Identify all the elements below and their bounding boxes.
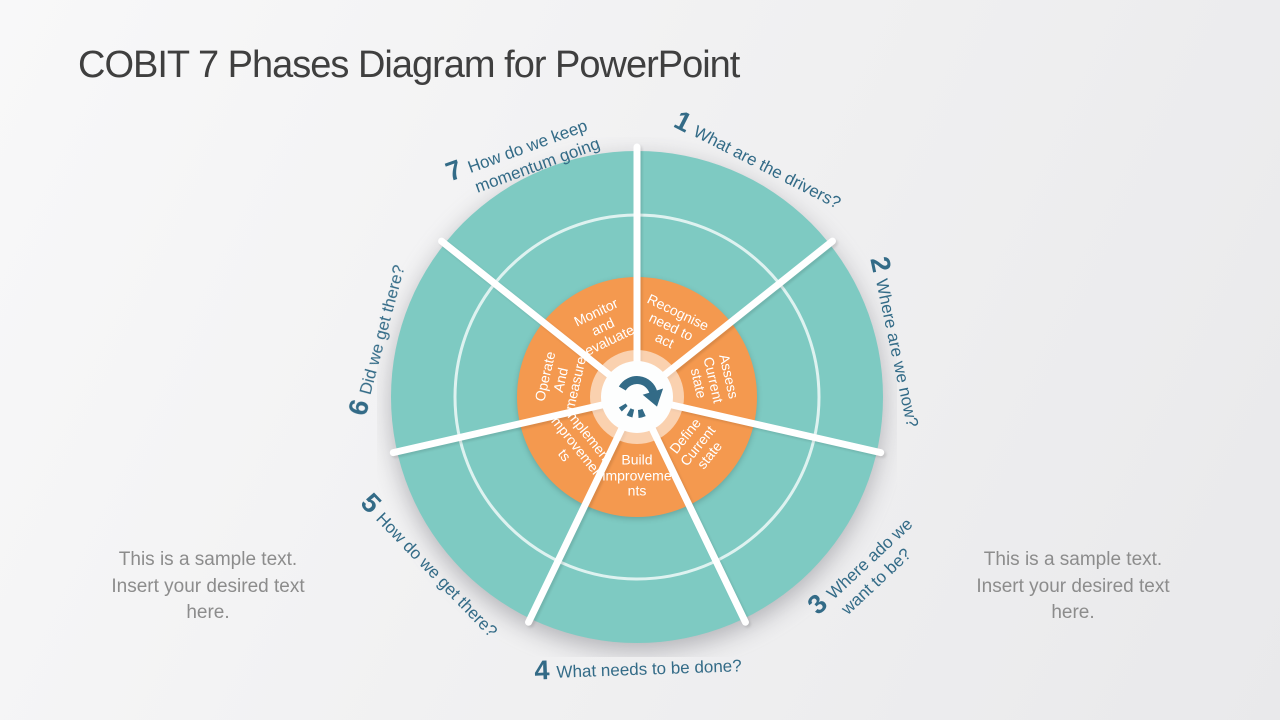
phase-question: What needs to be done? — [556, 656, 742, 682]
phase-number: 1 — [669, 104, 697, 139]
circular-arrow-icon — [618, 376, 664, 418]
phase-number: 4 — [533, 654, 550, 686]
wheel-segment-label-build: Build improveme nts — [602, 451, 672, 499]
phase-number: 2 — [864, 253, 897, 275]
phases-wheel — [389, 143, 885, 643]
segment-dividers — [389, 143, 885, 626]
page-title: COBIT 7 Phases Diagram for PowerPoint — [78, 44, 740, 86]
hub-circle — [601, 361, 673, 433]
sample-text-left: This is a sample text. Insert your desir… — [111, 549, 305, 624]
sample-text-right: This is a sample text. Insert your desir… — [976, 549, 1170, 624]
phase-number: 6 — [342, 396, 376, 419]
